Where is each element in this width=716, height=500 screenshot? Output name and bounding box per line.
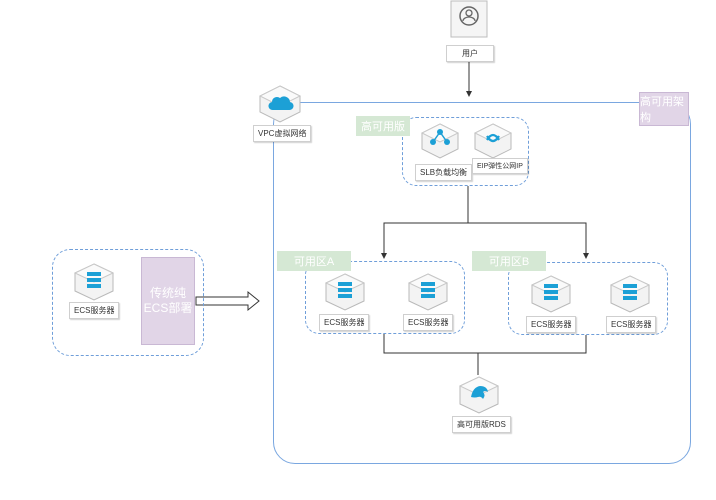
zone-b-server-1-label: ECS服务器 [526,316,577,333]
zone-a-server-1-label: ECS服务器 [319,314,370,331]
zones-merge-line [383,334,587,354]
ecs-server-icon [324,272,366,312]
vpc-label: VPC虚拟网络 [253,125,312,142]
zone-b-server-2-label: ECS服务器 [606,316,657,333]
rds-icon [458,375,500,415]
eip-icon [473,122,513,160]
ha-edition-group [402,117,529,186]
user-label: 用户 [446,45,494,62]
zone-b-group [508,262,668,335]
slb-to-zone-b-arrow [468,222,589,259]
traditional-deploy-line2: ECS部署 [143,301,193,315]
traditional-deploy-line1: 传统纯 [149,286,186,300]
user-icon [450,0,488,38]
ecs-server-icon [407,272,449,312]
rds-label: 高可用版RDS [452,416,511,433]
zone-a-group [305,261,465,334]
traditional-group [52,249,204,356]
ha-architecture-container [273,102,691,464]
zone-a-tag: 可用区A [277,251,351,271]
slb-label: SLB负载均衡 [415,164,473,181]
traditional-deploy-tag: 传统纯 ECS部署 [141,257,195,345]
ha-edition-tag: 高可用版 [356,116,410,136]
ha-architecture-tag: 高可用架构 [639,92,689,126]
zone-b-tag: 可用区B [472,251,546,271]
slb-to-zone-a-arrow [381,186,469,259]
ecs-server-icon [609,274,651,314]
vpc-cloud-icon [258,84,302,124]
ecs-server-icon [73,262,115,302]
zone-a-server-2-label: ECS服务器 [403,314,454,331]
traditional-server-label: ECS服务器 [69,302,120,319]
migration-arrow [195,290,260,312]
eip-label: EIP弹性公网IP [472,158,528,174]
ecs-server-icon [530,274,572,314]
slb-icon [420,122,460,160]
